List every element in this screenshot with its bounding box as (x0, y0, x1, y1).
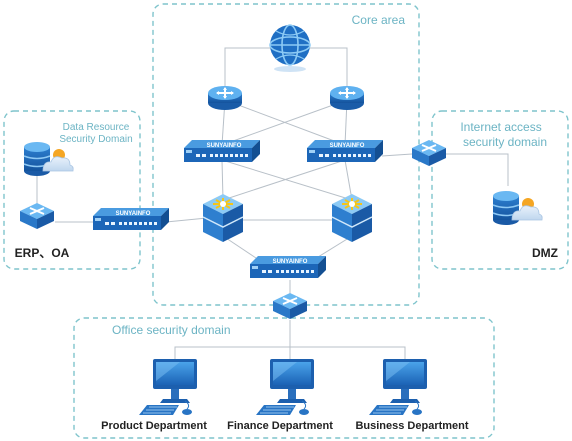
data-resource-label-1: Data Resource (63, 122, 130, 133)
internet-switch-icon (411, 139, 447, 167)
internet-globe-icon (269, 24, 311, 72)
firewall-bottom-brand: SUNYAINFO (273, 259, 308, 265)
connection-lines (36, 47, 509, 365)
dmz-label: DMZ (532, 246, 558, 260)
database-cloud-left-icon (23, 141, 74, 177)
router-left-icon (207, 85, 243, 111)
pc-product-icon (138, 358, 198, 416)
business-department-label: Business Department (355, 420, 468, 432)
core-switch-right-icon (331, 193, 373, 243)
finance-department-label: Finance Department (227, 420, 333, 432)
firewall-left-brand: SUNYAINFO (207, 143, 242, 149)
pc-business-icon (368, 358, 428, 416)
zone-borders (3, 3, 569, 439)
core-switch-left-icon (202, 193, 244, 243)
pc-finance-icon (255, 358, 315, 416)
internet-access-label-1: Internet access (460, 120, 541, 134)
internet-access-label-2: security domain (463, 135, 547, 149)
internet-access-zone (431, 110, 569, 270)
office-switch-icon (272, 292, 308, 320)
data-resource-zone (3, 110, 141, 270)
firewall-right-brand: SUNYAINFO (330, 143, 365, 149)
product-department-label: Product Department (101, 420, 207, 432)
data-resource-label-2: Security Domain (59, 134, 132, 145)
core-area-label: Core area (352, 13, 406, 27)
office-zone-label: Office security domain (112, 323, 231, 337)
office-zone (73, 317, 495, 439)
database-cloud-right-icon (492, 190, 543, 226)
erp-oa-label: ERP、OA (15, 246, 70, 260)
data-switch-icon (19, 202, 55, 230)
firewall-data-resource-brand: SUNYAINFO (116, 211, 151, 217)
router-right-icon (329, 85, 365, 111)
